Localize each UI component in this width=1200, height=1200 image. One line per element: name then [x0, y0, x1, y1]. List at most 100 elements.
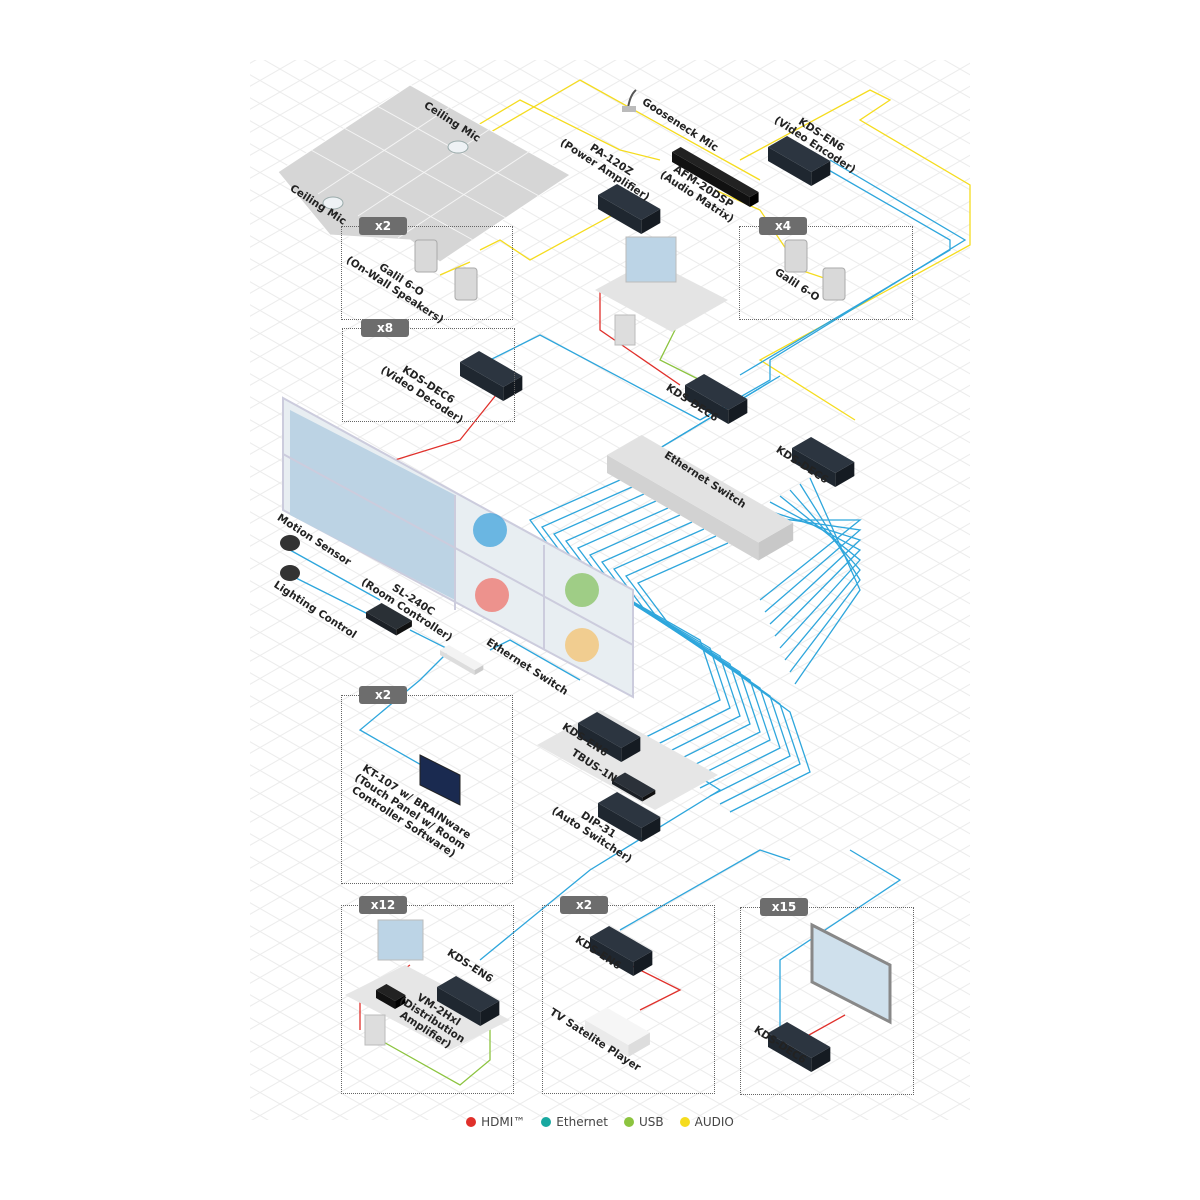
hdmi-color-dot [466, 1117, 477, 1127]
wall-divider [282, 453, 634, 646]
box-top [792, 437, 855, 473]
legend-audio: AUDIO [679, 1115, 734, 1129]
box-side [642, 790, 656, 802]
ceiling-grid-line [343, 127, 507, 219]
box-side [811, 1047, 831, 1072]
audio-wire [479, 199, 641, 261]
legend-label: Ethernet [556, 1115, 608, 1129]
galil-speaker-icon [454, 267, 478, 301]
group-workstations [341, 905, 514, 1094]
dip-31-device [598, 792, 661, 842]
box-side [749, 192, 759, 207]
box-side [621, 737, 641, 762]
gooseneck-mic-base [622, 106, 636, 112]
group-satellite [542, 905, 715, 1094]
box-top [437, 976, 500, 1012]
box-front [607, 455, 759, 561]
box-front [768, 1033, 812, 1072]
infographic-icon [565, 628, 599, 662]
usb-color-dot [624, 1117, 634, 1127]
box-top [768, 1022, 831, 1058]
kds-dec6-device [792, 437, 855, 487]
box-front [612, 780, 643, 802]
kds-en6-device [590, 926, 653, 976]
box-front [590, 937, 634, 976]
box-front [460, 362, 504, 401]
box-side [811, 161, 831, 186]
box-top [440, 645, 484, 670]
infographic-icon [565, 573, 599, 607]
box-top [460, 351, 523, 387]
kds-dec6-decoder-device [460, 351, 523, 401]
ethernet-wire [619, 849, 791, 931]
quantity-badge: x12 [359, 896, 407, 914]
ceiling-mic-icon [447, 140, 469, 154]
ethernet-wire [794, 477, 861, 685]
ethernet-color-dot [541, 1117, 552, 1127]
box-top [590, 926, 653, 962]
vm-2hxl-device [376, 984, 406, 1009]
audio-wire [714, 189, 831, 281]
ethernet-wire [489, 639, 581, 681]
ethernet-wire [358, 629, 452, 771]
tbus-1n-device [612, 772, 656, 802]
legend-label: AUDIO [694, 1115, 734, 1129]
box-top [366, 603, 412, 630]
box-top [598, 792, 661, 828]
motion-sensor-icon [280, 535, 300, 551]
legend-label: USB [639, 1115, 664, 1129]
ethernet-wire [739, 164, 951, 376]
galil-speaker-icon [414, 239, 438, 273]
afm-20dsp-device [672, 147, 759, 207]
ethernet-wire [699, 159, 967, 421]
legend-usb: USB [624, 1115, 664, 1129]
box-side [480, 1001, 500, 1026]
box-front [598, 195, 642, 234]
audio-color-dot [679, 1117, 690, 1127]
ceiling-grid-line [310, 149, 474, 241]
box-top [612, 772, 656, 798]
legend-hdmi: HDMI™ [466, 1115, 525, 1129]
usb-wire [379, 1010, 491, 1086]
box-front [672, 152, 750, 207]
audio-wire [739, 89, 971, 421]
box-side [633, 951, 653, 976]
group-touch-panel [341, 695, 513, 884]
display-icon [810, 922, 892, 1025]
box-side [503, 376, 523, 401]
box-side [395, 995, 406, 1009]
box-front [585, 1020, 629, 1057]
group-decoders [342, 328, 515, 422]
ethernet-wire [789, 483, 861, 673]
quantity-badge: x8 [361, 319, 409, 337]
quantity-badge: x15 [760, 898, 808, 916]
ethernet-wire [636, 542, 811, 813]
box-top [585, 1007, 650, 1045]
box-side [641, 817, 661, 842]
ceiling-grid-line [357, 128, 491, 217]
kt-107-touch-panel-icon [419, 754, 461, 806]
infographic-icon [475, 578, 509, 612]
ethernet-wire [784, 489, 861, 661]
ethernet-wire [769, 501, 862, 637]
box-front [685, 385, 729, 424]
box-side [641, 209, 661, 234]
legend-label: HDMI™ [481, 1115, 526, 1129]
ethernet-switch-small [440, 645, 484, 675]
ethernet-wire [489, 334, 701, 421]
box-front [598, 803, 642, 842]
computer-tower-icon [614, 314, 636, 346]
audio-wire [459, 79, 761, 181]
gooseneck-mic-icon [627, 89, 637, 109]
box-front [376, 990, 396, 1009]
box-front [768, 147, 812, 186]
box-front [437, 987, 481, 1026]
ceiling-mic-icon [322, 196, 344, 210]
quantity-badge: x4 [759, 217, 807, 235]
infographic-icon [473, 513, 507, 547]
box-side [835, 462, 855, 487]
computer-tower-icon [364, 1014, 386, 1046]
kds-dec6-device [685, 374, 748, 424]
